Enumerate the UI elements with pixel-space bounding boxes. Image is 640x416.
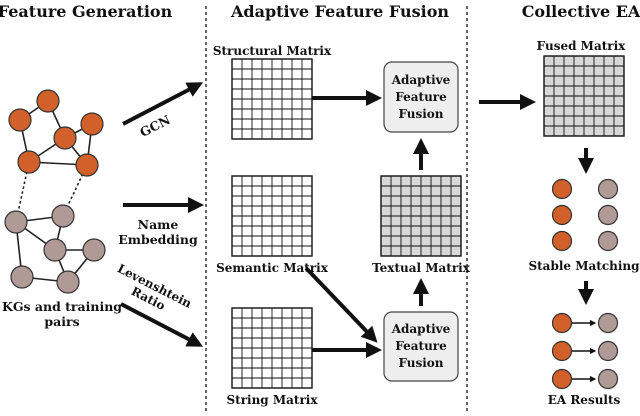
kg-node-orange xyxy=(17,150,41,174)
name-label-line1: Name xyxy=(138,217,179,232)
matrices xyxy=(231,55,625,389)
heading-collective-ea: Collective EA xyxy=(522,2,640,21)
fusion-top-line1: Adaptive xyxy=(391,73,451,87)
match-node-gray xyxy=(597,230,619,252)
semantic-matrix-label: Semantic Matrix xyxy=(216,261,329,275)
ea-result-pairs xyxy=(551,312,619,390)
match-node-orange xyxy=(551,230,573,252)
result-node-orange xyxy=(551,368,573,390)
result-node-orange xyxy=(551,340,573,362)
name-label-line2: Embedding xyxy=(118,232,198,247)
match-node-gray xyxy=(597,204,619,226)
ea-result-pair xyxy=(551,340,619,362)
result-node-gray xyxy=(597,368,619,390)
kgs-label-line2: pairs xyxy=(44,314,79,329)
heading-feature-generation: Feature Generation xyxy=(0,2,173,21)
semantic-matrix xyxy=(231,175,313,257)
knowledge-graphs xyxy=(4,89,106,294)
kg-node-gray xyxy=(56,270,80,294)
kg-node-gray xyxy=(51,204,75,228)
heading-adaptive-feature-fusion: Adaptive Feature Fusion xyxy=(230,2,449,21)
kg-node-gray xyxy=(10,265,34,289)
fusion-box-bottom: Adaptive Feature Fusion xyxy=(383,311,459,382)
textual-matrix-label: Textual Matrix xyxy=(372,261,471,275)
result-node-gray xyxy=(597,312,619,334)
match-node-orange xyxy=(551,204,573,226)
string-matrix-label: String Matrix xyxy=(226,393,318,407)
ea-result-pair xyxy=(551,312,619,334)
arrow-gcn xyxy=(122,82,204,126)
kg-nodes xyxy=(4,89,106,294)
kg-node-orange xyxy=(8,108,32,132)
fusion-bottom-line3: Fusion xyxy=(398,356,443,370)
gcn-label: GCN xyxy=(137,112,172,140)
kg-node-gray xyxy=(4,210,28,234)
fusion-top-line2: Feature xyxy=(395,90,447,104)
kg-node-orange xyxy=(36,89,60,113)
structural-matrix-label: Structural Matrix xyxy=(213,44,332,58)
fusion-bottom-line1: Adaptive xyxy=(391,322,451,336)
kg-node-gray xyxy=(43,238,67,262)
match-node-gray xyxy=(597,178,619,200)
ea-results-label: EA Results xyxy=(548,393,621,407)
match-node-orange xyxy=(551,178,573,200)
ea-result-pair xyxy=(551,368,619,390)
textual-matrix xyxy=(380,175,462,257)
fused-matrix-label: Fused Matrix xyxy=(537,39,626,53)
fusion-box-top: Adaptive Feature Fusion xyxy=(383,61,459,133)
stable-matching-nodes xyxy=(551,178,619,252)
kg-node-orange xyxy=(75,153,99,177)
levenshtein-label: Levenshtein Ratio xyxy=(115,261,194,313)
arrow-levenshtein xyxy=(120,302,204,347)
kg-node-gray xyxy=(82,238,106,262)
stable-matching-label: Stable Matching xyxy=(528,259,640,273)
structural-matrix xyxy=(231,58,313,140)
kgs-label-line1: KGs and training xyxy=(2,299,122,314)
fused-matrix xyxy=(543,55,625,137)
fusion-top-line3: Fusion xyxy=(398,107,443,121)
string-matrix xyxy=(231,307,313,389)
result-node-orange xyxy=(551,312,573,334)
kg-node-orange xyxy=(80,112,104,136)
arrow-semantic-to-fusion xyxy=(304,266,378,343)
result-node-gray xyxy=(597,340,619,362)
fusion-bottom-line2: Feature xyxy=(395,339,447,353)
kg-node-orange xyxy=(53,126,77,150)
